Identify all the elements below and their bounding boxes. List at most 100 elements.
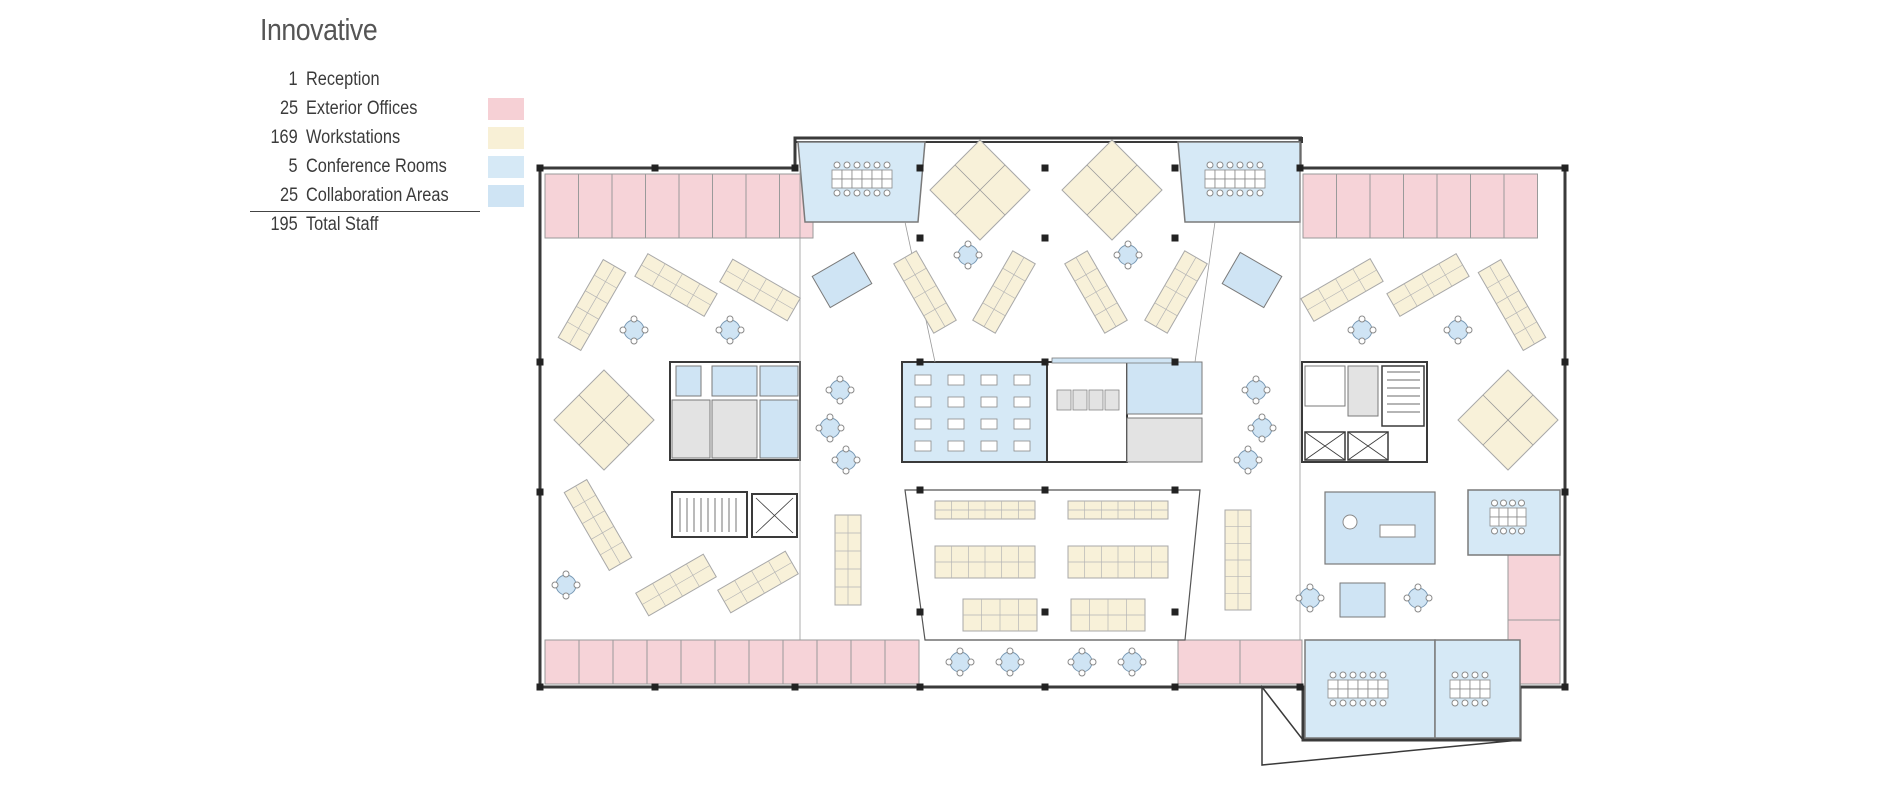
legend-count: 169 — [270, 127, 298, 148]
conference-table — [1459, 688, 1471, 699]
chair — [847, 386, 855, 394]
chair — [836, 397, 844, 405]
chair — [1244, 467, 1252, 475]
training-desk — [947, 396, 965, 408]
chair — [1454, 337, 1462, 345]
chair — [1349, 671, 1357, 679]
elevator-mark — [1347, 431, 1389, 461]
chair — [737, 326, 745, 334]
chair — [1451, 671, 1459, 679]
chair — [1216, 189, 1224, 197]
conference-table — [1367, 679, 1379, 690]
chair — [1349, 699, 1357, 707]
conference-table — [1214, 178, 1226, 189]
chair — [1017, 658, 1025, 666]
exterior-office — [646, 639, 682, 685]
conference-table — [1254, 169, 1266, 180]
chair — [1359, 699, 1367, 707]
round-table — [555, 574, 577, 596]
chair — [1414, 583, 1422, 591]
exterior-office — [678, 173, 713, 239]
chair — [1124, 240, 1132, 248]
workstation-divider — [1086, 164, 1138, 216]
workstation-divider — [904, 257, 946, 327]
chair — [1491, 499, 1498, 507]
column — [1041, 164, 1049, 172]
chair — [1117, 658, 1125, 666]
column — [791, 683, 799, 691]
chair — [551, 581, 559, 589]
conference-table — [1498, 516, 1509, 527]
chair — [1258, 413, 1266, 421]
chair — [967, 658, 975, 666]
legend-count: 5 — [288, 156, 298, 177]
chair — [1139, 658, 1147, 666]
chair — [1500, 527, 1507, 535]
conference-table — [1357, 688, 1369, 699]
exterior-office — [712, 173, 747, 239]
conference-table — [841, 169, 853, 180]
storage — [1051, 357, 1173, 364]
workstation-bench — [972, 250, 1036, 334]
training-desk — [980, 418, 998, 430]
chair — [1403, 594, 1411, 602]
workstation-divider — [642, 565, 710, 605]
chair — [975, 251, 983, 259]
reception-table — [1342, 514, 1358, 530]
conference-table — [1204, 178, 1216, 189]
conference-table — [1244, 169, 1256, 180]
chair — [1306, 605, 1314, 613]
column — [916, 608, 924, 616]
chair — [1255, 456, 1263, 464]
workstation-divider — [954, 164, 1006, 216]
chair — [873, 189, 881, 197]
legend-swatch-collaboration — [488, 185, 524, 207]
chair — [836, 375, 844, 383]
chair — [1295, 594, 1303, 602]
conference-table — [1469, 688, 1481, 699]
workstation-bench — [719, 258, 801, 322]
restroom-stall — [1088, 389, 1104, 411]
workstation-divider — [1489, 265, 1535, 345]
core-room — [711, 399, 758, 459]
legend-count: 195 — [270, 214, 298, 235]
conference-table — [1337, 679, 1349, 690]
chair — [1359, 671, 1367, 679]
chair — [1465, 326, 1473, 334]
column — [916, 683, 924, 691]
chair — [956, 647, 964, 655]
workstation-bench — [1064, 250, 1128, 334]
round-table — [1299, 587, 1321, 609]
chair — [1509, 527, 1516, 535]
round-table — [949, 651, 971, 673]
round-table — [1071, 651, 1093, 673]
column — [1171, 358, 1179, 366]
chair — [1078, 647, 1086, 655]
chair — [1358, 315, 1366, 323]
lounge-nook — [1221, 251, 1283, 309]
chair — [842, 445, 850, 453]
legend-item-conference-rooms: 5 Conference Rooms — [250, 153, 530, 182]
chair — [1518, 499, 1525, 507]
legend-swatch-office — [488, 98, 524, 120]
chair — [1443, 326, 1451, 334]
training-desk — [980, 440, 998, 452]
workstation-divider — [641, 264, 711, 306]
chair — [1471, 699, 1479, 707]
workstation-divider — [1307, 269, 1377, 311]
chair — [1256, 189, 1264, 197]
round-table — [957, 244, 979, 266]
conference-table — [1327, 679, 1339, 690]
chair — [826, 435, 834, 443]
chair — [1247, 424, 1255, 432]
conference-table — [1489, 516, 1500, 527]
core-room — [711, 365, 758, 397]
workstation-bench — [557, 258, 627, 352]
workstation-bench — [1477, 258, 1547, 352]
workstation-bench — [563, 478, 633, 572]
workstation-bench — [934, 500, 1036, 520]
chair — [1252, 397, 1260, 405]
conference-table — [1244, 178, 1256, 189]
chair — [1454, 315, 1462, 323]
chair — [1128, 647, 1136, 655]
